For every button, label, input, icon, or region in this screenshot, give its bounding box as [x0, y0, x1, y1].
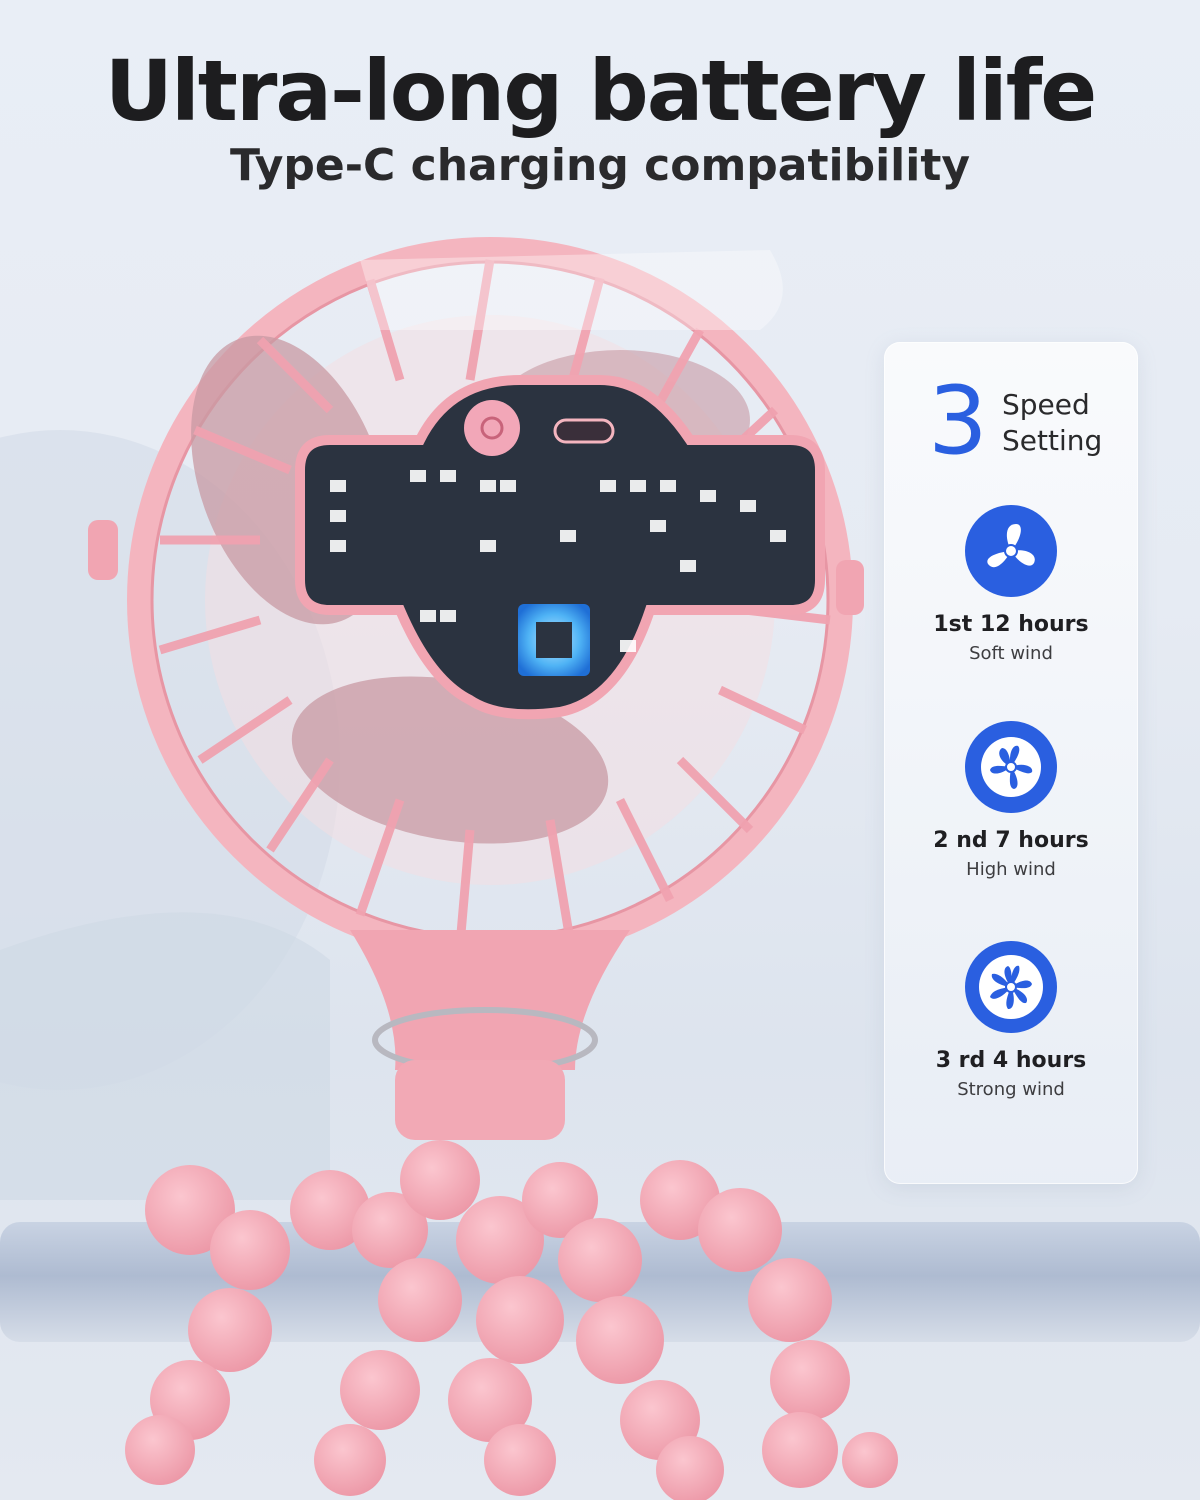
speed-label-line1: Speed	[1002, 388, 1090, 421]
fan-5-blade-icon	[965, 721, 1057, 813]
mode-2-description: High wind	[966, 859, 1056, 880]
speed-mode-3: 3 rd 4 hours Strong wind	[884, 940, 1138, 1100]
mode-1-description: Soft wind	[969, 643, 1053, 664]
mode-3-duration: 3 rd 4 hours	[935, 1048, 1087, 1073]
fan-3-blade-icon	[965, 505, 1057, 597]
speed-count: 3	[928, 367, 988, 476]
headline: Ultra-long battery life	[104, 42, 1097, 140]
speed-mode-2: 2 nd 7 hours High wind	[884, 720, 1138, 880]
speed-setting-header: 3 Speed Setting	[928, 372, 1118, 472]
speed-label-line2: Setting	[1002, 424, 1103, 457]
mode-1-duration: 1st 12 hours	[933, 612, 1089, 637]
mode-2-duration: 2 nd 7 hours	[933, 828, 1089, 853]
speed-mode-1: 1st 12 hours Soft wind	[884, 504, 1138, 664]
subheadline: Type-C charging compatibility	[229, 140, 971, 191]
mode-3-description: Strong wind	[957, 1079, 1065, 1100]
fan-7-blade-icon	[965, 941, 1057, 1033]
